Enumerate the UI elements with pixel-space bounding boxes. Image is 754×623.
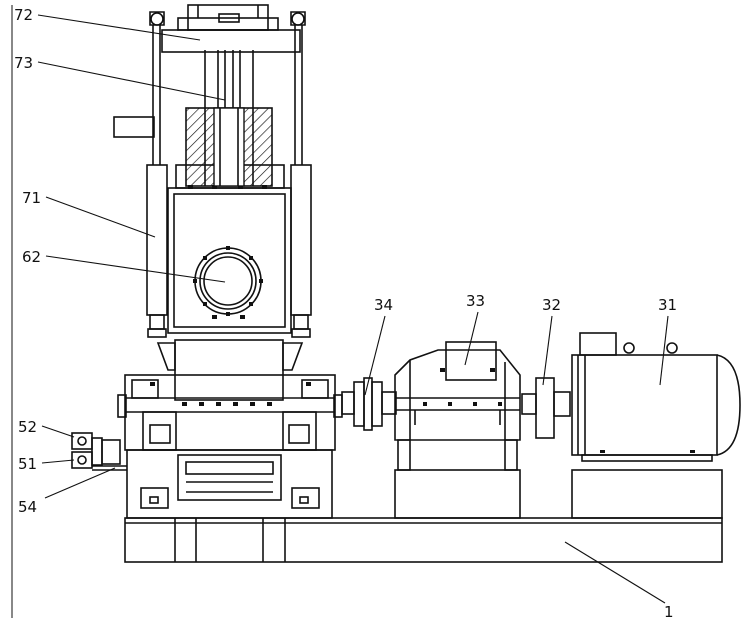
label-1: 1 <box>664 603 674 621</box>
ram-hatched <box>185 50 273 187</box>
part-labels: 72 73 71 62 34 33 32 31 52 51 54 1 <box>14 6 677 621</box>
label-31: 31 <box>658 296 677 314</box>
base-frame <box>124 517 723 563</box>
motor-31 <box>571 332 741 519</box>
label-54: 54 <box>18 498 37 516</box>
gear-reducer-33 <box>394 341 521 519</box>
leader-lines <box>37 14 669 604</box>
label-33: 33 <box>466 292 485 310</box>
label-62: 62 <box>22 248 41 266</box>
label-72: 72 <box>14 6 33 24</box>
guide-cylinders <box>113 25 312 338</box>
label-34: 34 <box>374 296 393 314</box>
mixer-lower-body <box>117 339 343 519</box>
coupling-34 <box>341 377 397 431</box>
port-bolts <box>193 246 263 316</box>
label-73: 73 <box>14 54 33 72</box>
top-crosshead <box>149 4 306 53</box>
label-32: 32 <box>542 296 561 314</box>
label-52: 52 <box>18 418 37 436</box>
upper-chamber <box>167 164 292 334</box>
side-valve-block <box>71 432 127 471</box>
label-71: 71 <box>22 189 41 207</box>
coupling-32 <box>521 377 571 439</box>
label-51: 51 <box>18 455 37 473</box>
bolt-row <box>150 382 311 406</box>
